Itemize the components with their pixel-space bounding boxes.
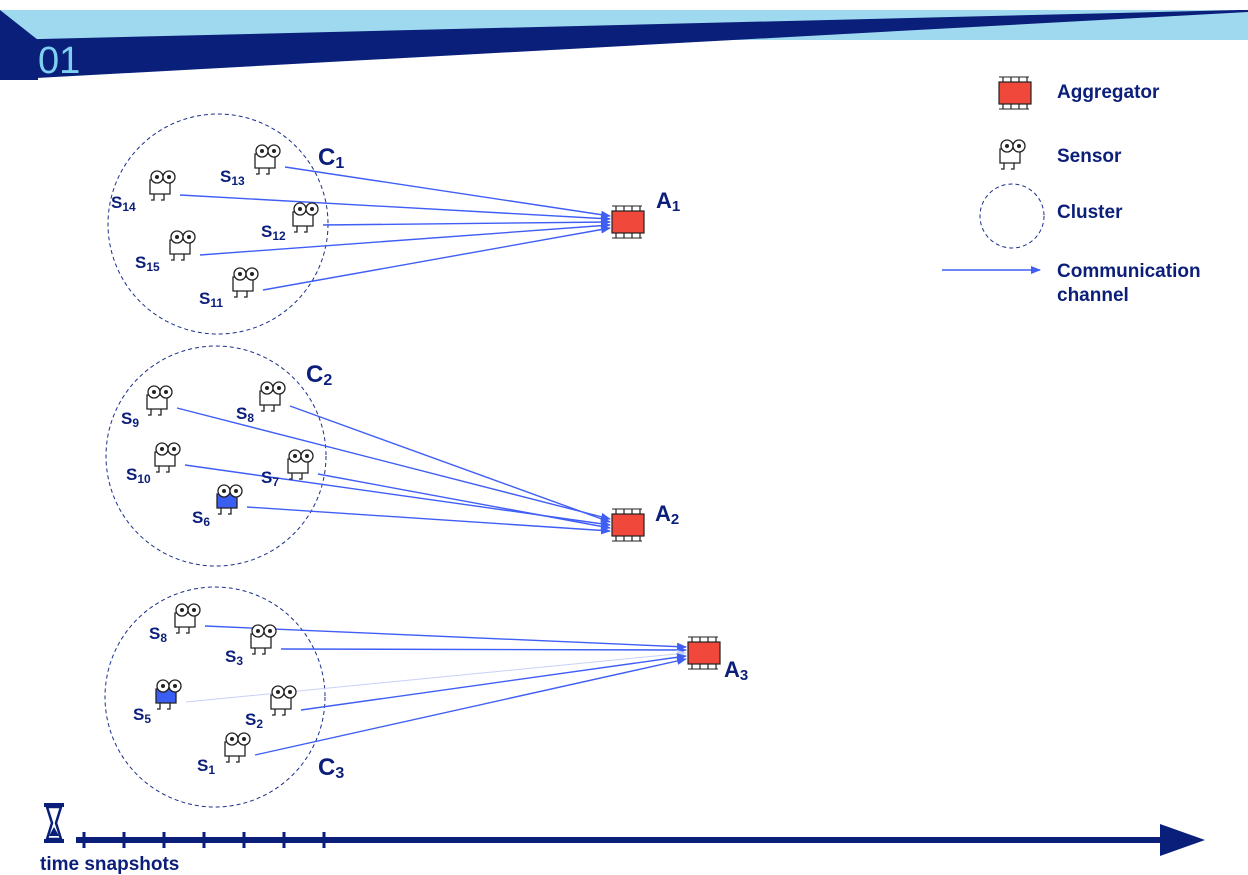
sensor-label-c2-s10: S10 — [126, 465, 151, 486]
aggregator-label-3: A3 — [724, 657, 748, 684]
timeline-arrowhead — [1160, 824, 1205, 856]
cluster-label-2: C2 — [306, 361, 332, 389]
channel-c2-s8 — [289, 405, 611, 523]
hourglass-icon — [44, 803, 64, 843]
channel-c3-s3 — [280, 645, 687, 654]
clusters-layer — [104, 113, 329, 808]
channel-c1-s15 — [199, 221, 611, 256]
cluster-label-3: C3 — [318, 754, 344, 782]
channel-c2-s7 — [317, 473, 611, 531]
sensor-c2-s10 — [154, 442, 181, 473]
channel-c3-s8 — [204, 625, 687, 651]
sensor-label-c1-s12: S12 — [261, 222, 286, 243]
legend-cluster-icon — [979, 183, 1045, 249]
sensor-c3-s2 — [270, 685, 297, 716]
timeline: time snapshots — [40, 803, 1205, 875]
legend-sensor-glyph — [999, 139, 1026, 170]
sensor-c3-s1 — [224, 732, 251, 763]
sensor-c2-s8 — [259, 381, 286, 412]
sensor-c3-s8 — [174, 603, 201, 634]
sensor-c3-s3 — [250, 624, 277, 655]
channel-c1-s14 — [179, 194, 611, 223]
channel-c1-s11 — [262, 225, 611, 291]
sensor-c1-s14 — [149, 170, 176, 201]
sensor-label-c1-s15: S15 — [135, 253, 160, 274]
aggregator-label-2: A2 — [655, 501, 679, 528]
aggregator-icon — [998, 76, 1032, 110]
sensor-c2-s7 — [287, 449, 314, 480]
sensor-label-c1-s11: S11 — [199, 289, 223, 310]
channel-c1-s12 — [322, 218, 611, 227]
aggregator-label-1: A1 — [656, 188, 680, 215]
sensor-label-c3-s3: S3 — [225, 647, 243, 668]
legend-aggregator-label: Aggregator — [1057, 82, 1160, 103]
sensor-label-c2-s8: S8 — [236, 404, 254, 425]
sensor-icon — [999, 139, 1026, 170]
channels-layer — [176, 166, 687, 756]
legend-cluster-label: Cluster — [1057, 202, 1123, 223]
header-banner: 01 — [0, 10, 1248, 82]
legend-channel-label-1: Communication — [1057, 261, 1201, 282]
sensor-label-c2-s7: S7 — [261, 468, 279, 489]
sensor-label-c1-s13: S13 — [220, 167, 245, 188]
sensor-label-c3-s5: S5 — [133, 705, 151, 726]
sensor-c3-s5 — [155, 679, 182, 710]
sensor-c1-s12 — [292, 202, 319, 233]
sensor-label-c2-s9: S9 — [121, 409, 139, 430]
cluster-circle-1 — [107, 113, 329, 335]
sensor-label-c3-s8: S8 — [149, 624, 167, 645]
sensor-label-c1-s14: S14 — [111, 193, 136, 214]
sensor-c1-s15 — [169, 230, 196, 261]
legend-sensor-label: Sensor — [1057, 146, 1122, 167]
slide-number: 01 — [38, 40, 80, 82]
legend-aggregator-chip — [998, 76, 1032, 110]
channel-c3-s1 — [254, 657, 687, 756]
header-wedge-left — [0, 10, 38, 80]
sensor-c2-s9 — [146, 385, 173, 416]
channel-c2-s9 — [176, 407, 611, 521]
timeline-label: time snapshots — [40, 854, 179, 875]
channel-c3-s5 — [185, 649, 687, 703]
header-wedge — [0, 10, 1248, 80]
sensor-c2-s6 — [216, 484, 243, 515]
sensor-label-c3-s2: S2 — [245, 710, 263, 731]
sensor-c1-s11 — [232, 267, 259, 298]
cluster-circle-3 — [104, 586, 326, 808]
aggregator-2 — [611, 508, 645, 542]
legend: Aggregator Sensor Cluster Communication … — [942, 76, 1201, 306]
legend-channel-label-2: channel — [1057, 285, 1129, 306]
aggregator-3 — [687, 636, 721, 670]
channel-c1-s13 — [284, 166, 611, 219]
cluster-circle-2 — [105, 345, 327, 567]
channel-c2-s6 — [246, 506, 611, 535]
timeline-ticks — [82, 832, 326, 848]
sensor-c1-s13 — [254, 144, 281, 175]
aggregator-1 — [611, 205, 645, 239]
cluster-label-1: C1 — [318, 144, 344, 172]
sensor-label-c3-s1: S1 — [197, 756, 215, 777]
sensor-label-c2-s6: S6 — [192, 508, 210, 529]
channel-c3-s2 — [300, 653, 687, 711]
